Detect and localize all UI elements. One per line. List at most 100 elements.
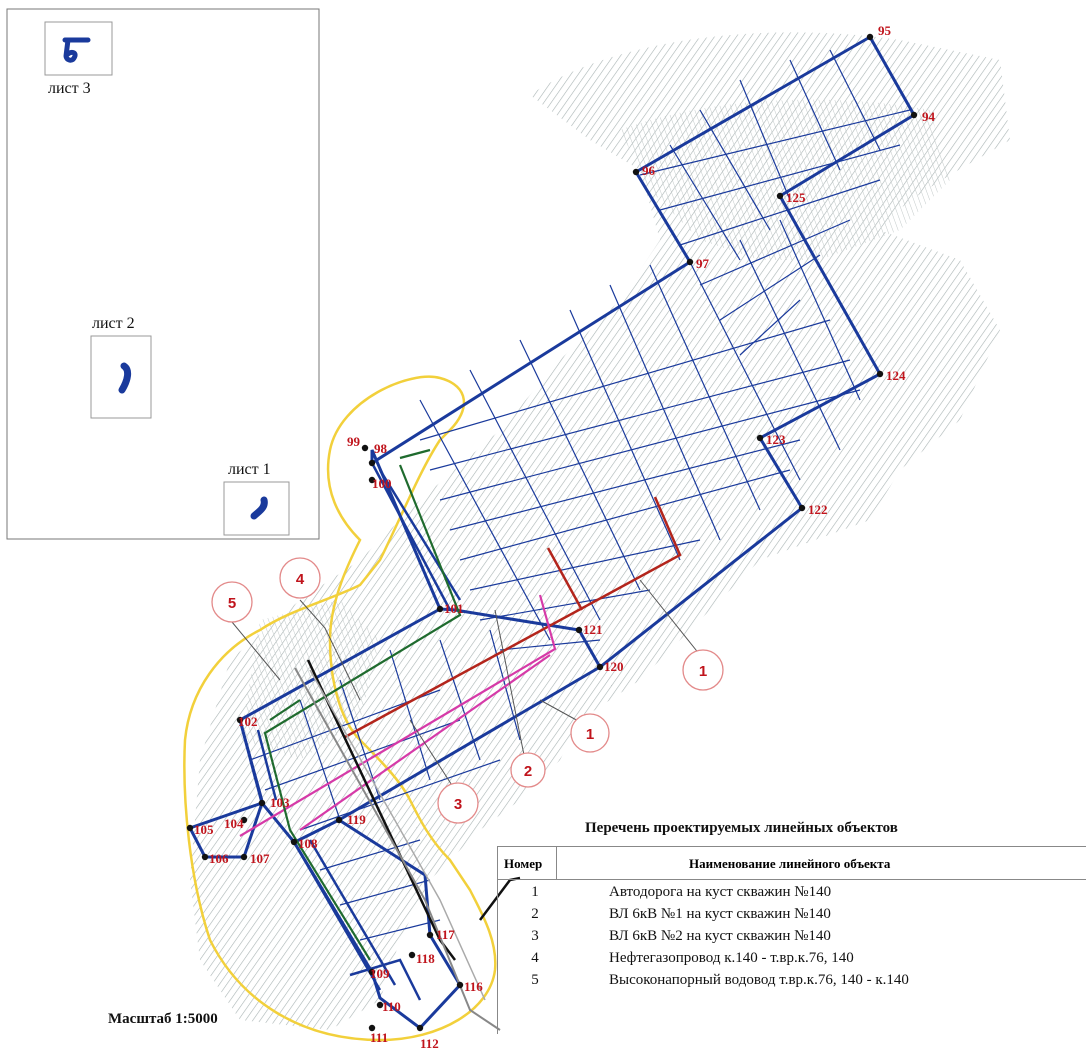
callout-4: 4: [296, 571, 305, 588]
boundary-point-98: 98: [368, 441, 388, 467]
boundary-point-107: 107: [240, 851, 270, 866]
point-label: 110: [382, 999, 401, 1014]
callout-2: 2: [524, 763, 532, 780]
boundary-point-109: 109: [368, 966, 390, 981]
point-label: 94: [922, 109, 936, 124]
legend-title: Перечень проектируемых линейных объектов: [585, 820, 898, 836]
boundary-point-96: 96: [632, 163, 656, 178]
boundary-point-116: 116: [456, 979, 483, 994]
point-marker: [201, 853, 209, 861]
sheet-1-shape: [250, 496, 268, 520]
callout-5: 5: [228, 595, 236, 612]
point-marker: [416, 1024, 424, 1032]
point-marker: [290, 838, 298, 846]
water-pipeline: [294, 667, 501, 1031]
boundary-point-108: 108: [290, 836, 318, 851]
point-marker: [632, 168, 640, 176]
point-marker: [798, 504, 806, 512]
sheet-2-label: лист 2: [92, 315, 135, 332]
scale-label: Масштаб 1:5000: [108, 1011, 218, 1027]
point-label: 102: [238, 714, 258, 729]
legend-row: 2 ВЛ 6кВ №1 на куст скважин №140: [497, 906, 1086, 928]
boundary-point-104: 104: [224, 816, 248, 831]
point-label: 96: [642, 163, 656, 178]
buffer-zone: [183, 375, 497, 1042]
point-marker: [686, 258, 694, 266]
point-marker: [236, 716, 244, 724]
point-marker: [361, 444, 369, 452]
boundary-point-123: 123: [756, 432, 786, 447]
point-label: 101: [444, 601, 464, 616]
boundary-point-105: 105: [186, 822, 214, 837]
boundary-point-124: 124: [876, 368, 906, 383]
point-marker: [456, 981, 464, 989]
point-label: 120: [604, 659, 624, 674]
point-marker: [240, 853, 248, 861]
boundary-point-94: 94: [910, 109, 936, 124]
sheet-1-label: лист 1: [228, 461, 271, 478]
legend-row-number: 5: [531, 972, 539, 988]
legend-row: 3 ВЛ 6кВ №2 на куст скважин №140: [497, 928, 1086, 950]
point-marker: [426, 931, 434, 939]
road-line: [344, 496, 682, 739]
callout-1: 1: [699, 663, 707, 680]
point-label: 97: [696, 256, 710, 271]
legend-header-name-cell: Наименование линейного объекта: [557, 846, 1086, 880]
point-marker: [866, 33, 874, 41]
point-label: 100: [372, 476, 392, 491]
point-marker: [368, 968, 376, 976]
point-label: 117: [436, 927, 455, 942]
boundary-point-102: 102: [236, 714, 258, 729]
legend-header-number: Номер: [504, 856, 543, 871]
callout-3: 3: [454, 796, 462, 813]
point-label: 116: [464, 979, 483, 994]
legend-row: 1 Автодорога на куст скважин №140: [497, 884, 1086, 906]
point-marker: [408, 951, 416, 959]
overview-inset: лист 3 лист 2 лист 1: [6, 8, 320, 540]
boundary-point-117: 117: [426, 927, 455, 942]
callout-1b: 1: [586, 726, 594, 743]
point-label: 112: [420, 1036, 439, 1051]
boundary-point-99: 99: [347, 434, 369, 452]
boundary-point-101: 101: [436, 601, 464, 616]
point-label: 111: [370, 1030, 388, 1045]
point-marker: [368, 1024, 376, 1032]
legend: Перечень проектируемых линейных объектов…: [497, 814, 1086, 1034]
boundary-point-111: 111: [368, 1024, 388, 1045]
parcel-grid: [249, 49, 911, 941]
legend-header-number-cell: Номер: [497, 846, 557, 880]
legend-row-number: 4: [531, 950, 539, 966]
legend-row-name: Нефтегазопровод к.140 - т.вр.к.76, 140: [609, 950, 854, 966]
callout-leaders: [231, 579, 701, 791]
legend-row: 5 Высоконапорный водовод т.вр.к.76, 140 …: [497, 972, 1086, 994]
water-pipeline-2: [309, 669, 486, 1001]
point-marker: [575, 626, 583, 634]
legend-row-name: ВЛ 6кВ №2 на куст скважин №140: [609, 928, 831, 944]
boundary-point-110: 110: [376, 999, 401, 1014]
legend-row-name: Высоконапорный водовод т.вр.к.76, 140 - …: [609, 972, 909, 988]
legend-row: 4 Нефтегазопровод к.140 - т.вр.к.76, 140: [497, 950, 1086, 972]
point-marker: [335, 816, 343, 824]
point-marker: [186, 824, 194, 832]
point-marker: [756, 434, 764, 442]
oil-pipeline: [306, 659, 521, 961]
legend-row-name: Автодорога на куст скважин №140: [609, 884, 832, 900]
boundary-point-95: 95: [866, 23, 892, 41]
point-label: 121: [583, 622, 603, 637]
point-label: 104: [224, 816, 244, 831]
legend-divider: [497, 880, 498, 1034]
power-line-2: [263, 448, 462, 961]
legend-header-name: Наименование линейного объекта: [689, 856, 891, 871]
boundary-point-122: 122: [798, 502, 828, 517]
point-marker: [910, 111, 918, 119]
point-label: 98: [374, 441, 388, 456]
boundary-point-120: 120: [596, 659, 624, 674]
point-label: 109: [370, 966, 390, 981]
point-marker: [376, 1001, 384, 1009]
boundary-point-121: 121: [575, 622, 603, 637]
legend-row-name: ВЛ 6кВ №1 на куст скважин №140: [609, 906, 831, 922]
sheet-3-shape: [62, 37, 91, 63]
point-label: 103: [270, 795, 290, 810]
legend-row-number: 1: [531, 884, 539, 900]
point-label: 118: [416, 951, 435, 966]
